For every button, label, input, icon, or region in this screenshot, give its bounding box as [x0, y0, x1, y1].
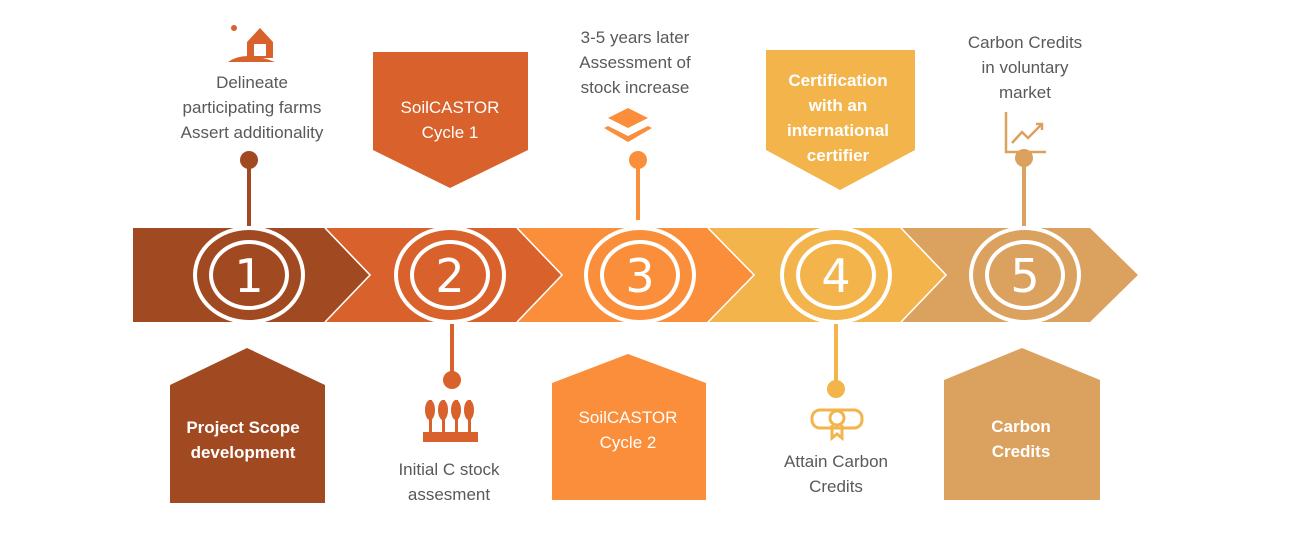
step-number-4: 4	[821, 249, 851, 303]
text-line: Credits	[991, 442, 1051, 461]
text-line: Assert additionality	[180, 123, 324, 142]
text-line: participating farms	[182, 98, 322, 117]
text-line: Attain Carbon	[784, 452, 888, 471]
text-line: in voluntary	[981, 58, 1069, 77]
step-circle-4	[800, 244, 872, 306]
step-circle-3	[604, 244, 676, 306]
text-line: Certification	[788, 71, 888, 90]
step-1-bottom-box: Project Scope development	[186, 415, 299, 465]
text-line: SoilCASTOR	[400, 98, 500, 117]
step-number-1: 1	[234, 249, 264, 303]
step-circle-2	[414, 244, 486, 306]
text-line: certifier	[806, 146, 870, 165]
text-line: Cycle 1	[421, 123, 479, 142]
text-line: Carbon Credits	[967, 33, 1083, 52]
connector-dot-3	[629, 151, 647, 169]
step-5-top-text: Carbon Credits in voluntary market	[968, 30, 1082, 105]
text-line: Project Scope	[186, 418, 300, 437]
barn-icon	[228, 25, 275, 62]
text-line: development	[190, 443, 296, 462]
text-line: with an	[808, 96, 868, 115]
connector-dot-1	[240, 151, 258, 169]
step-2-top-box: SoilCASTOR Cycle 1	[401, 95, 500, 145]
top-box-2	[373, 52, 528, 188]
text-line: Cycle 2	[599, 433, 657, 452]
text-line: international	[786, 121, 890, 140]
step-circle-5	[989, 244, 1061, 306]
bottom-box-1	[170, 348, 325, 503]
step-circle-1	[213, 244, 285, 306]
wheat-icon	[423, 400, 478, 442]
growth-chart-icon	[1004, 112, 1046, 154]
text-line: 3-5 years later	[580, 28, 690, 47]
text-line: Assessment of	[579, 53, 691, 72]
step-3-bottom-box: SoilCASTOR Cycle 2	[579, 405, 678, 455]
text-line: assesment	[407, 485, 491, 504]
text-line: stock increase	[580, 78, 690, 97]
text-line: Carbon	[991, 417, 1051, 436]
text-line: Initial C stock	[398, 460, 500, 479]
step-number-2: 2	[435, 249, 465, 303]
layers-icon	[604, 108, 652, 142]
connector-dot-4	[827, 380, 845, 398]
text-line: Credits	[809, 477, 863, 496]
bottom-box-5	[944, 348, 1100, 500]
certificate-icon	[810, 408, 864, 442]
bottom-box-3	[552, 354, 706, 500]
step-2-bottom-text: Initial C stock assesment	[398, 457, 499, 507]
text-line: Delineate	[216, 73, 288, 92]
connector-dot-5	[1015, 149, 1033, 167]
step-4-top-box: Certification with an international certifi…	[787, 68, 889, 168]
text-line: SoilCASTOR	[578, 408, 678, 427]
step-number-3: 3	[625, 249, 655, 303]
step-number-5: 5	[1010, 249, 1040, 303]
connector-dot-2	[443, 371, 461, 389]
top-box-4	[766, 50, 915, 190]
text-line: market	[999, 83, 1051, 102]
